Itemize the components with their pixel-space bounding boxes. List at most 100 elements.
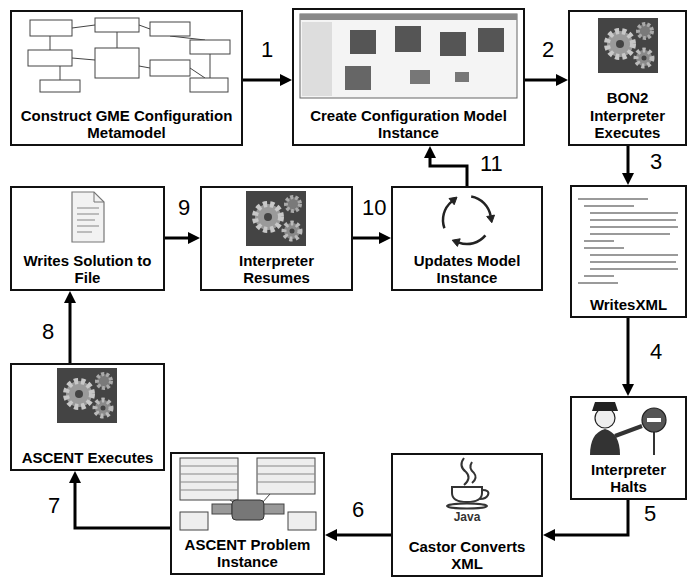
recycle-arc — [459, 235, 486, 244]
police-arm — [615, 426, 642, 436]
box-caption: WritesXML — [590, 296, 667, 313]
uml-box — [30, 20, 72, 36]
page-line — [77, 225, 99, 227]
arrow-line — [627, 318, 630, 384]
uml-box — [95, 48, 139, 78]
table-rule — [257, 466, 315, 467]
code-line — [590, 212, 678, 214]
stop-sign — [642, 408, 666, 432]
flow-arrow — [353, 232, 391, 244]
police-hat — [592, 402, 618, 411]
step-number: 10 — [360, 196, 388, 220]
code-line — [578, 198, 648, 200]
box-caption: Construct GME Configuration Metamodel — [16, 107, 237, 142]
box-caption: ASCENT Problem Instance — [176, 536, 319, 571]
satellite-body — [232, 500, 264, 520]
recycle-symbol — [443, 196, 495, 246]
code-line — [584, 205, 634, 207]
process-box: Interpreter Resumes — [200, 186, 353, 291]
code-line — [584, 240, 614, 242]
arrow-head — [543, 529, 555, 541]
code-line — [590, 219, 676, 221]
arrow-head — [622, 384, 634, 396]
arrow-line — [165, 237, 188, 240]
arrow-head — [325, 529, 337, 541]
page-line — [77, 231, 92, 233]
window-frame — [300, 14, 517, 98]
arrow-head — [556, 74, 568, 86]
process-box: Writes Solution to File — [10, 186, 165, 291]
table-rule — [180, 482, 238, 483]
uml-box — [190, 78, 228, 92]
process-box: BON2 Interpreter Executes — [568, 10, 687, 146]
uml-box — [150, 60, 190, 76]
process-box: ASCENT Executes — [10, 363, 165, 471]
model-block — [478, 28, 504, 52]
arrow-line — [353, 237, 379, 240]
arrow-line — [627, 146, 630, 173]
uml-link — [139, 66, 150, 68]
uml-link — [60, 66, 61, 80]
flow-arrow — [543, 500, 628, 541]
document-icon — [72, 192, 104, 242]
step-number: 4 — [648, 340, 664, 364]
solar-panel — [264, 504, 284, 514]
flow-arrow — [622, 146, 634, 185]
metamodel-sketch — [28, 18, 230, 92]
java-steam — [461, 458, 468, 485]
logo-text: Java — [447, 511, 487, 523]
code-line — [584, 275, 614, 277]
solar-panel — [212, 504, 232, 514]
java-handle — [480, 490, 488, 499]
sign-pole — [653, 432, 655, 455]
uml-link — [72, 25, 95, 28]
page-line — [77, 219, 95, 221]
box-caption: BON2 Interpreter Executes — [574, 89, 681, 141]
box-caption: ASCENT Executes — [22, 449, 154, 466]
gears-picture — [57, 368, 117, 423]
arrow-head — [424, 146, 436, 158]
uml-link — [139, 25, 150, 29]
arrow-line — [430, 158, 467, 186]
step-number: 11 — [478, 152, 505, 176]
recycle-head — [452, 239, 460, 247]
uml-link — [170, 36, 205, 40]
step-number: 8 — [40, 320, 56, 344]
recycle-head — [487, 215, 495, 223]
uml-link — [210, 54, 211, 78]
arrow-head — [622, 173, 634, 185]
uml-link — [117, 32, 118, 48]
arrow-line — [555, 500, 628, 535]
code-line — [590, 254, 678, 256]
xml-snippet — [578, 198, 678, 284]
box-caption: Castor Converts XML — [397, 538, 537, 573]
uml-box — [95, 18, 139, 32]
java-cup — [452, 487, 482, 502]
gears-picture — [246, 191, 306, 246]
model-block — [350, 30, 376, 54]
page-outline — [72, 192, 104, 242]
recycle-head — [449, 197, 457, 205]
code-line — [578, 282, 618, 284]
data-table — [257, 458, 315, 494]
code-line — [590, 261, 676, 263]
stop-bar — [647, 418, 661, 422]
police-body — [590, 429, 620, 455]
model-block — [410, 70, 430, 84]
data-table — [180, 512, 208, 530]
code-line — [590, 233, 670, 235]
recycle-arc — [471, 196, 490, 215]
flow-arrow — [69, 471, 170, 528]
step-number: 6 — [350, 498, 366, 522]
uml-link — [190, 68, 205, 78]
process-box: Construct GME Configuration Metamodel — [10, 10, 243, 146]
page-fold — [94, 192, 104, 202]
page-line — [77, 207, 99, 209]
model-block — [440, 32, 466, 56]
table-rule — [257, 474, 315, 475]
flow-arrow — [622, 318, 634, 396]
page-line — [77, 213, 99, 215]
java-logo — [447, 458, 488, 509]
problem-sketch — [180, 458, 316, 530]
